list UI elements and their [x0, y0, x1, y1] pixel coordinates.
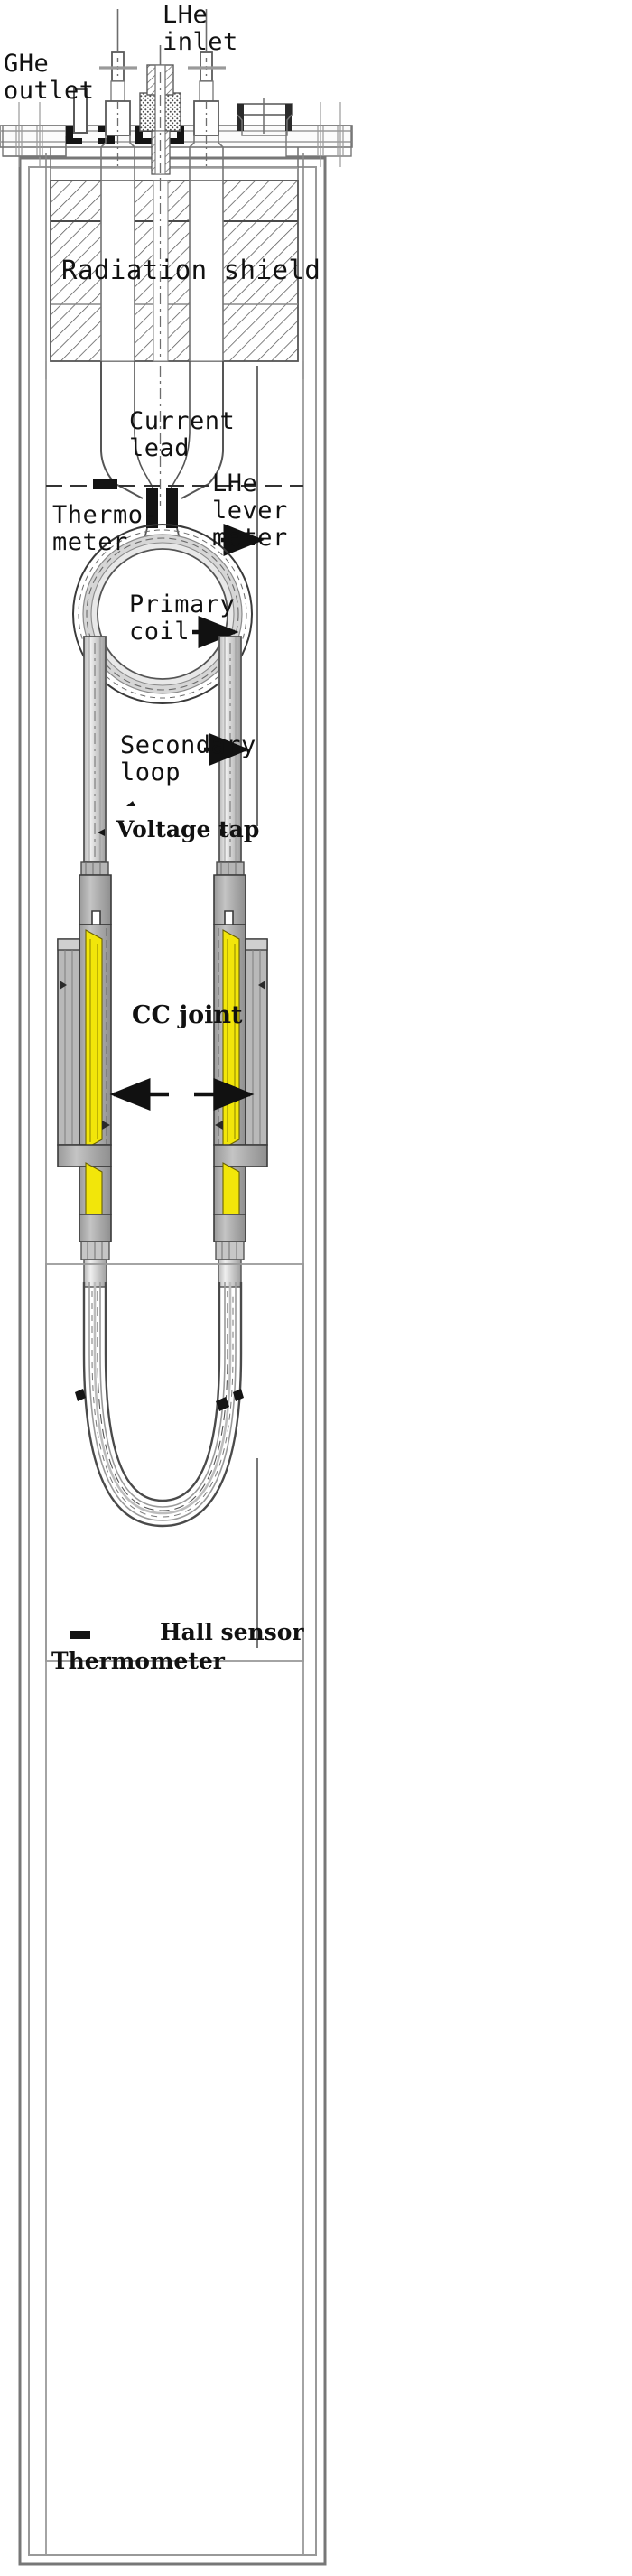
bottom-u-bend: [82, 1282, 243, 1528]
label-primary-coil: Primary coil: [129, 591, 236, 646]
radiation-shield: [45, 153, 304, 379]
top-flange-assembly: [0, 102, 353, 181]
lhe-level-line: [46, 479, 303, 489]
hall-sensor-marker-left: [75, 1389, 86, 1401]
cc-joint: [57, 924, 268, 1215]
label-hall-sensor: Hall sensor: [160, 1619, 304, 1645]
cc-joint-left: [57, 924, 112, 1215]
label-lhe-level-meter: LHe lever meter: [212, 470, 288, 553]
label-ghe-outlet: GHe outlet: [4, 50, 95, 106]
cc-joint-upper-clamps: [79, 861, 246, 925]
hall-sensor-pointer: [216, 1389, 244, 1411]
lower-collars: [79, 1214, 246, 1288]
label-current-lead: Current lead: [129, 407, 236, 463]
cryostat-outer-vessel: [18, 156, 327, 2566]
label-thermometer-bottom: Thermometer: [51, 1648, 225, 1674]
valve-assembly-right: [237, 98, 293, 136]
label-cc-joint: CC joint: [132, 1001, 243, 1029]
inner-bottom-frame: [45, 1263, 304, 1662]
label-thermometer-top: Thermo- meter: [52, 501, 159, 557]
cc-joint-right: [213, 924, 268, 1215]
thermometer-bottom-marker: [70, 1631, 90, 1639]
ghe-outlet-port: [73, 88, 88, 134]
label-lhe-inlet: LHe inlet: [163, 1, 238, 57]
label-voltage-tap: Voltage tap: [116, 816, 260, 842]
lhe-inlet-port: [139, 45, 181, 506]
label-secondary-loop: Secondary loop: [120, 731, 256, 787]
primary-coil: [72, 524, 253, 704]
label-radiation-shield: Radiation shield: [61, 255, 321, 285]
voltage-tap: [98, 801, 228, 836]
